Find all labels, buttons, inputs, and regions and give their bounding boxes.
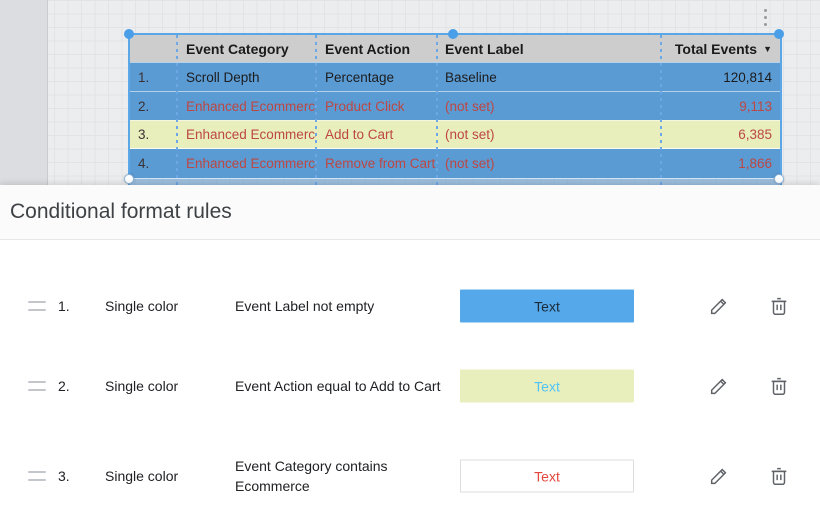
chip-label: Text <box>534 298 560 314</box>
delete-rule-button[interactable] <box>768 294 792 318</box>
edit-rule-button[interactable] <box>708 294 732 318</box>
drag-handle-icon[interactable] <box>28 471 46 481</box>
header-total-events: Total Events ▼ <box>661 35 780 62</box>
delete-rule-button[interactable] <box>768 374 792 398</box>
cell-total-events: 120,814 <box>723 69 772 85</box>
rule-style-preview[interactable]: Text <box>460 459 634 493</box>
format-rule-row: 3. Single color Event Category contains … <box>0 443 820 509</box>
panel-titlebar: Conditional format rules <box>0 185 820 240</box>
table-row: 2. Enhanced Ecommerce Product Click (not… <box>130 91 780 120</box>
resize-handle-top-left[interactable] <box>124 29 134 39</box>
chip-label: Text <box>534 378 560 394</box>
cell-event-category: Enhanced Ecommerce <box>186 127 316 142</box>
cell-event-action: Percentage <box>325 69 395 85</box>
panel-title: Conditional format rules <box>10 200 232 223</box>
header-index <box>130 35 177 62</box>
row-index: 1. <box>138 69 150 85</box>
rule-type: Single color <box>105 468 179 484</box>
more-options-icon[interactable] <box>759 4 771 30</box>
cell-event-label: (not set) <box>445 156 495 171</box>
chip-label: Text <box>534 468 560 484</box>
drag-handle-icon[interactable] <box>28 381 46 391</box>
table-row: 1. Scroll Depth Percentage Baseline 120,… <box>130 62 780 91</box>
resize-handle-top-center[interactable] <box>448 29 458 39</box>
row-index: 3. <box>138 127 150 142</box>
delete-rule-button[interactable] <box>768 464 792 488</box>
resize-handle-top-right[interactable] <box>774 29 784 39</box>
resize-handle-mid-left[interactable] <box>124 174 134 184</box>
cell-event-action: Add to Cart <box>325 127 394 142</box>
rule-condition: Event Category contains Ecommerce <box>235 458 388 494</box>
cell-event-label: (not set) <box>445 127 495 142</box>
header-event-category: Event Category <box>186 40 289 57</box>
cell-event-action: Remove from Cart <box>325 156 436 171</box>
rule-style-preview[interactable]: Text <box>460 289 634 323</box>
rule-number: 3. <box>58 468 70 484</box>
sort-desc-icon: ▼ <box>763 43 772 54</box>
resize-handle-mid-right[interactable] <box>774 174 784 184</box>
rule-number: 2. <box>58 378 70 394</box>
cell-event-label: (not set) <box>445 98 495 114</box>
cell-event-action: Product Click <box>325 98 405 114</box>
table-row: 4. Enhanced Ecommerce Remove from Cart (… <box>130 149 780 178</box>
conditional-format-panel: Conditional format rules 1. Single color… <box>0 185 820 524</box>
edit-rule-button[interactable] <box>708 464 732 488</box>
canvas-left-edge <box>0 0 48 185</box>
header-total-events-label: Total Events <box>674 40 758 57</box>
rule-number: 1. <box>58 298 70 314</box>
row-index: 4. <box>138 156 150 171</box>
rule-style-preview[interactable]: Text <box>460 369 634 403</box>
cell-event-category: Enhanced Ecommerce <box>186 98 316 114</box>
cell-total-events: 9,113 <box>739 98 772 114</box>
events-table-widget[interactable]: Event Category Event Action Event Label … <box>124 29 784 207</box>
cell-total-events: 1,866 <box>738 156 772 171</box>
cell-event-category: Scroll Depth <box>186 69 260 85</box>
rule-type: Single color <box>105 298 179 314</box>
rule-condition: Event Label not empty <box>235 298 375 314</box>
cell-event-label: Baseline <box>445 69 497 85</box>
cell-event-category: Enhanced Ecommerce <box>186 156 316 171</box>
table-header-row: Event Category Event Action Event Label … <box>130 35 780 62</box>
edit-rule-button[interactable] <box>708 374 732 398</box>
cell-total-events: 6,385 <box>738 127 772 142</box>
header-event-label: Event Label <box>445 40 524 57</box>
rule-type: Single color <box>105 378 179 394</box>
format-rule-row: 1. Single color Event Label not empty Te… <box>0 280 820 332</box>
rule-condition: Event Action equal to Add to Cart <box>235 378 441 394</box>
row-index: 2. <box>138 98 150 114</box>
format-rule-row: 2. Single color Event Action equal to Ad… <box>0 360 820 412</box>
header-event-action: Event Action <box>325 40 411 57</box>
drag-handle-icon[interactable] <box>28 301 46 311</box>
table-row-highlighted: 3. Enhanced Ecommerce Add to Cart (not s… <box>130 120 780 149</box>
